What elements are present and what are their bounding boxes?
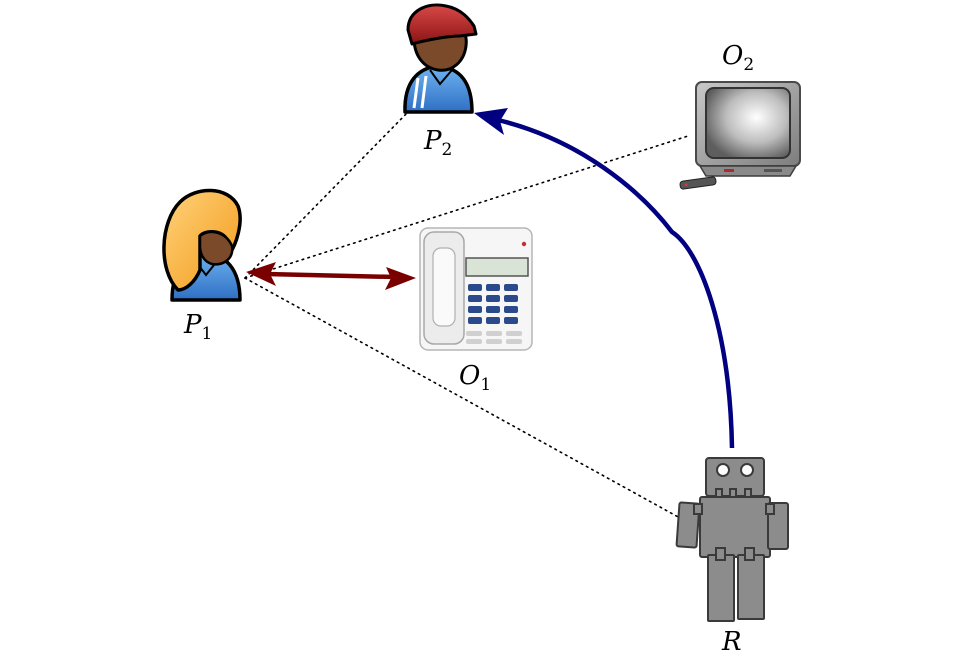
label-o1: O1 [459, 361, 491, 395]
robot-motion-arrow [474, 108, 735, 449]
robot-r: R [675, 457, 789, 654]
keypad [468, 284, 518, 324]
robot-icon [675, 457, 789, 622]
remote-control [679, 176, 717, 190]
person-cap-icon [403, 3, 478, 114]
label-r: R [721, 627, 742, 654]
object-o2: O2 [679, 41, 801, 190]
label-p1: P1 [183, 310, 212, 344]
edge-p1-r-dotted [244, 277, 681, 519]
object-o1: O1 [419, 227, 533, 395]
desk-phone-icon [419, 227, 533, 351]
person-p2: P2 [403, 3, 478, 160]
edge-p1-o2-dotted [244, 135, 689, 279]
interaction-arrow [246, 262, 416, 290]
person-p1: P1 [162, 188, 242, 344]
edges [244, 108, 735, 519]
edge-p1-p2-dotted [244, 111, 409, 279]
label-o2: O2 [722, 41, 754, 75]
television-icon [679, 81, 801, 190]
label-p2: P2 [423, 126, 452, 160]
person-female-icon [162, 188, 242, 302]
